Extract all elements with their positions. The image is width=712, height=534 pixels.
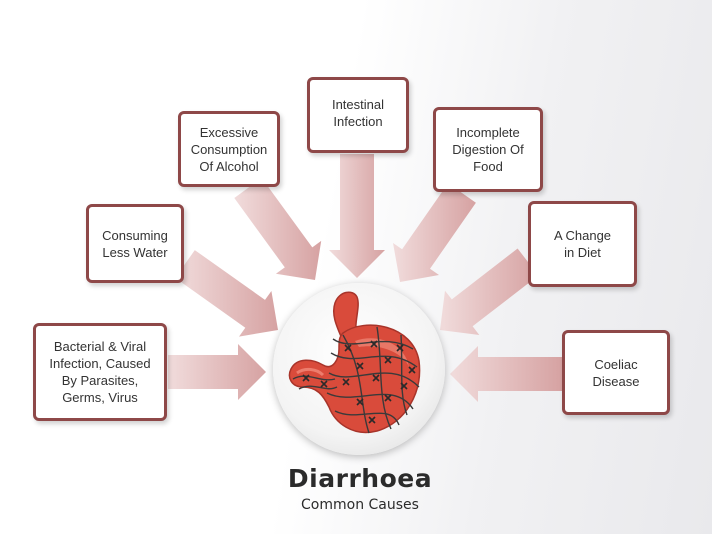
cause-text-line: By Parasites, — [61, 373, 139, 388]
cause-text-line: Consuming — [102, 227, 168, 243]
cause-text-line: Of Alcohol — [199, 158, 259, 174]
cause-box-incomplete-digestion: Incomplete Digestion Of Food — [433, 107, 543, 192]
cause-text-line: in Diet — [564, 245, 601, 260]
cause-box-consuming-less-water: Consuming Less Water — [86, 204, 184, 283]
arrow-intestinal — [329, 154, 385, 278]
cause-text-line: Coeliac — [594, 356, 638, 372]
cause-text-line: Food — [473, 159, 503, 174]
cause-box-coeliac-disease: Coeliac Disease — [562, 330, 670, 415]
arrow-water — [175, 250, 278, 337]
stomach-with-barbed-wire-icon — [288, 291, 421, 434]
cause-box-bacterial-viral-infection: Bacterial & Viral Infection, Caused By P… — [33, 323, 167, 421]
cause-text-line: Less Water — [102, 244, 168, 260]
arrow-alcohol — [234, 178, 322, 280]
stomach-hub — [273, 283, 445, 455]
cause-text-line: Germs, Virus — [62, 390, 138, 405]
cause-text-line: Consumption — [190, 141, 268, 157]
cause-text-line: Disease — [592, 373, 640, 389]
cause-text-line: Bacterial & Viral — [53, 339, 147, 354]
cause-box-change-in-diet: A Change in Diet — [528, 201, 637, 287]
cause-text-line: Digestion Of — [452, 142, 524, 157]
arrow-bacterial — [168, 344, 266, 400]
arrow-digestion — [393, 183, 476, 282]
cause-text-line: Intestinal — [331, 97, 385, 112]
arrow-coeliac — [450, 346, 562, 402]
cause-text-line: Incomplete — [456, 125, 520, 140]
cause-text-line: A Change — [553, 228, 612, 243]
diagram-title: Diarrhoea — [287, 464, 433, 493]
cause-box-excessive-alcohol: Excessive Consumption Of Alcohol — [178, 111, 280, 187]
cause-text-line: Excessive — [199, 124, 259, 140]
cause-text-line: Infection — [333, 114, 383, 129]
cause-text-line: Infection, Caused — [49, 356, 151, 371]
diagram-subtitle: Common Causes — [301, 497, 419, 513]
cause-box-intestinal-infection: Intestinal Infection — [307, 77, 409, 153]
arrow-diet — [440, 248, 539, 335]
